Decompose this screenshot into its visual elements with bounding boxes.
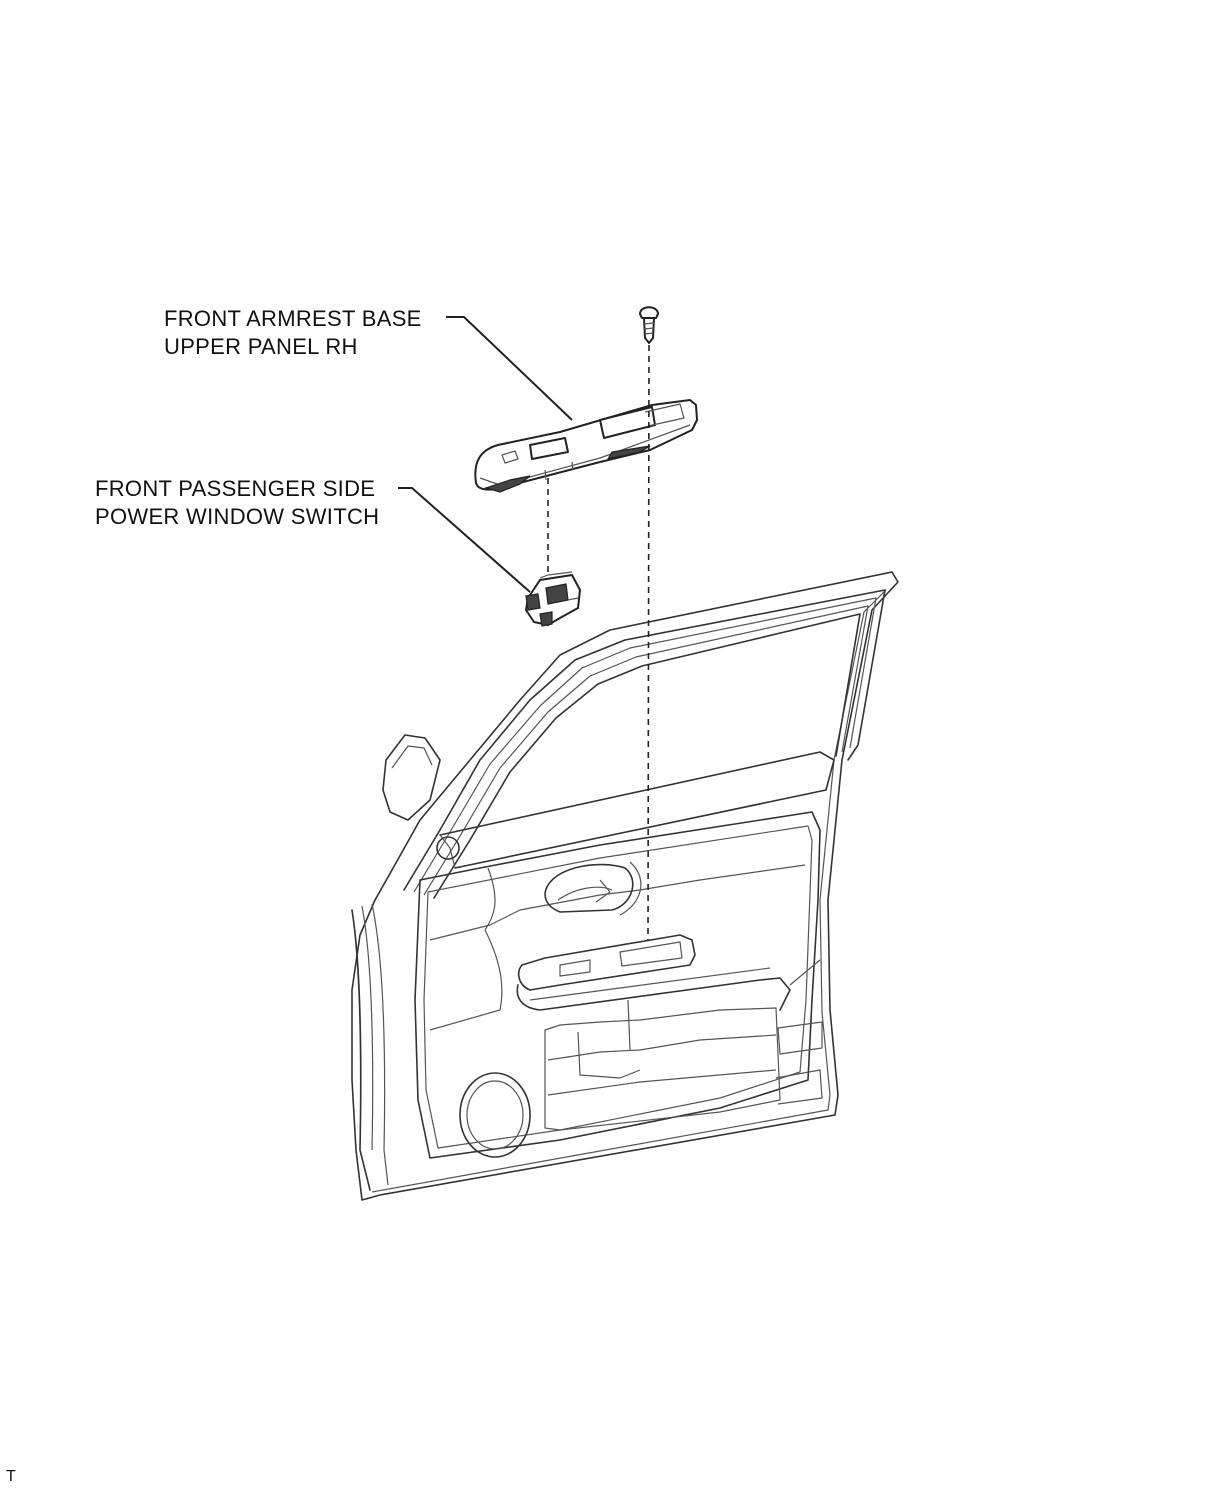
window-switch-label-line1: FRONT PASSENGER SIDE	[95, 476, 376, 501]
armrest-upper-panel-part	[474, 399, 698, 493]
armrest-leader-line	[446, 316, 573, 421]
screw-alignment-line	[647, 344, 650, 941]
armrest-panel-label: FRONT ARMREST BASE UPPER PANEL RH	[164, 305, 422, 361]
switch-leader-line	[398, 487, 531, 593]
armrest-panel-label-line2: UPPER PANEL RH	[164, 334, 358, 359]
figure-code: T	[6, 1468, 16, 1485]
front-door-assembly	[351, 571, 899, 1201]
window-switch-label-line2: POWER WINDOW SWITCH	[95, 504, 380, 529]
screw-part	[639, 306, 659, 344]
window-switch-label: FRONT PASSENGER SIDE POWER WINDOW SWITCH	[95, 475, 379, 531]
power-window-switch-part	[525, 571, 581, 627]
armrest-panel-label-line1: FRONT ARMREST BASE	[164, 306, 422, 331]
